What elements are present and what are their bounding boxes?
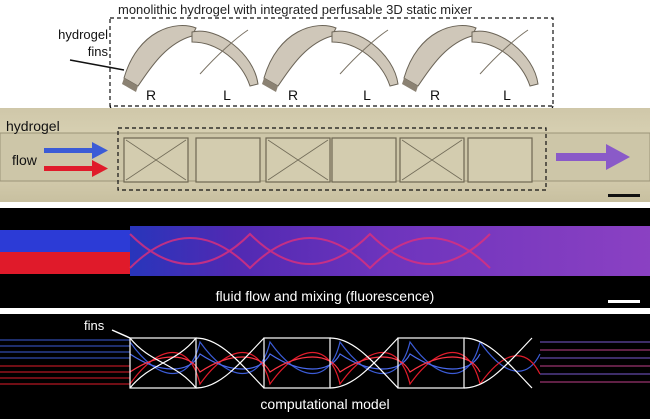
fin-direction-label: L bbox=[363, 87, 371, 103]
fins-dashed-box bbox=[109, 17, 554, 107]
micrograph-panel bbox=[0, 108, 650, 202]
fins-leader-line bbox=[69, 59, 125, 71]
fin-3 bbox=[262, 25, 337, 92]
flow-label: flow bbox=[12, 152, 37, 168]
fin-5 bbox=[402, 25, 477, 92]
figure-title: monolithic hydrogel with integrated perf… bbox=[118, 2, 473, 17]
model-panel bbox=[0, 314, 650, 419]
fin-direction-label: L bbox=[223, 87, 231, 103]
fin-2 bbox=[191, 29, 259, 87]
fluorescence-caption: fluid flow and mixing (fluorescence) bbox=[215, 288, 435, 304]
inlet-blue-arrow bbox=[44, 142, 108, 159]
fins-label: fins bbox=[84, 318, 105, 333]
fin-direction-label: L bbox=[503, 87, 511, 103]
fin-direction-label: R bbox=[145, 87, 157, 103]
fin-direction-label: R bbox=[287, 87, 299, 103]
fluorescence-panel bbox=[0, 208, 650, 308]
hydrogel-fins-label: hydrogel fins bbox=[58, 27, 108, 59]
outlet-purple-arrow bbox=[556, 144, 630, 170]
fins-leader-line-2 bbox=[111, 329, 131, 339]
fin-1 bbox=[122, 25, 197, 92]
model-caption: computational model bbox=[260, 396, 390, 412]
fin-6 bbox=[471, 29, 539, 87]
fin-illustrations bbox=[122, 25, 539, 92]
scale-bar bbox=[608, 194, 640, 197]
hydrogel-label: hydrogel bbox=[6, 118, 60, 134]
fin-4 bbox=[331, 29, 399, 87]
scale-bar-2 bbox=[608, 300, 640, 303]
inlet-red-arrow bbox=[44, 160, 108, 177]
fin-direction-label: R bbox=[429, 87, 441, 103]
